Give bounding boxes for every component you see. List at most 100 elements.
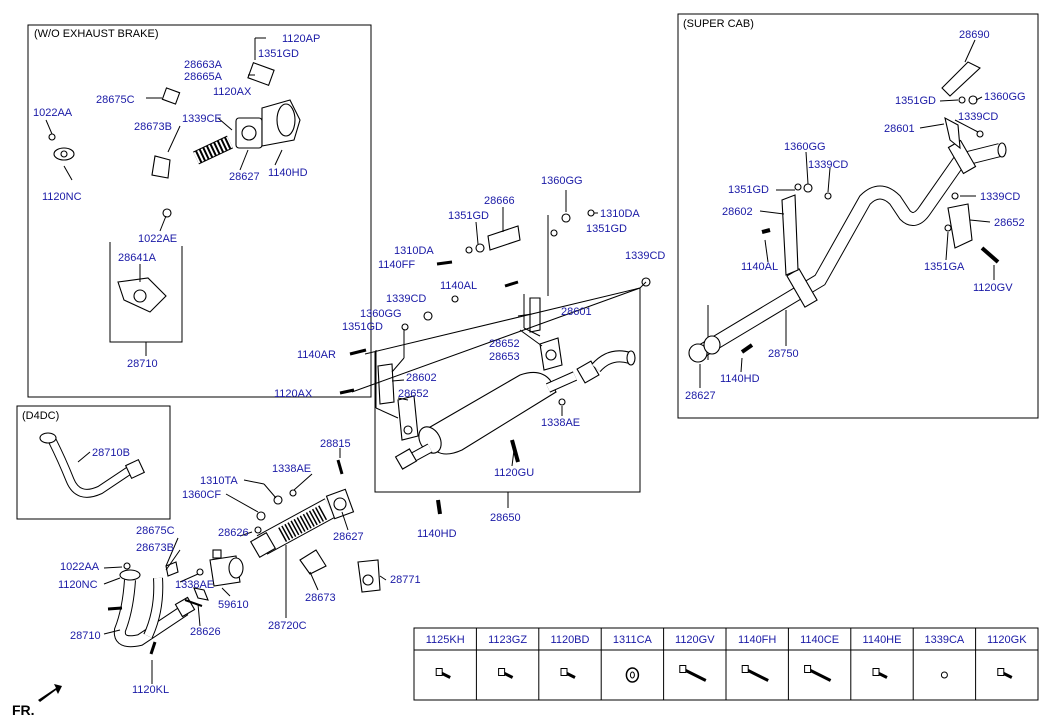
label-28663A: 28663A — [184, 59, 223, 71]
label-1140AL: 1140AL — [440, 280, 477, 292]
label-28665A: 28665A — [184, 71, 223, 83]
label-1140HD-sc: 1140HD — [720, 373, 760, 385]
fastener-icon — [498, 668, 514, 679]
label-1120AX: 1120AX — [213, 86, 252, 98]
fastener-header: 1140FH — [738, 634, 776, 646]
label-28627-l: 28627 — [333, 531, 364, 543]
label-1310DA-l: 1310DA — [394, 245, 434, 257]
label-28771: 28771 — [390, 574, 421, 586]
label-1120GU: 1120GU — [494, 467, 534, 479]
label-1339CD-r: 1339CD — [625, 250, 665, 262]
label-1120KL: 1120KL — [132, 684, 169, 696]
fastener-icon — [625, 667, 640, 683]
wo-exhaust-brake-box — [27, 24, 372, 398]
fastener-icon — [741, 665, 769, 682]
label-1140HD-m: 1140HD — [417, 528, 457, 540]
bracket-28666 — [487, 225, 521, 251]
bracket-28652-sc — [947, 203, 973, 249]
label-1360GG: 1360GG — [541, 175, 583, 187]
label-1310TA: 1310TA — [200, 475, 238, 487]
label-1351GD-sc-a: 1351GD — [895, 95, 936, 107]
fastener-header: 1140CE — [800, 634, 839, 646]
fastener-header: 1120GK — [987, 634, 1027, 646]
fastener-icon — [804, 665, 832, 682]
label-1351GD-sc-b: 1351GD — [728, 184, 769, 196]
heat-shield-28675C — [161, 87, 181, 105]
label-1140AR: 1140AR — [297, 349, 336, 361]
label-28653: 28653 — [489, 351, 520, 363]
super-cab-title: (SUPER CAB) — [683, 18, 754, 30]
label-28666: 28666 — [484, 195, 515, 207]
label-1338AE-m: 1338AE — [541, 417, 580, 429]
fastener-icon — [872, 668, 888, 679]
label-1351GA: 1351GA — [924, 261, 965, 273]
label-28710B: 28710B — [92, 447, 130, 459]
front-arrow-icon — [38, 684, 62, 702]
label-1120NC-l: 1120NC — [58, 579, 98, 591]
label-1339CE: 1339CE — [182, 113, 222, 125]
fastener-header: 1339CA — [925, 634, 965, 646]
label-1339CD-sc-b: 1339CD — [808, 159, 848, 171]
label-28641A: 28641A — [118, 252, 157, 264]
label-28626-t: 28626 — [218, 527, 249, 539]
fr-direction-label: FR. — [12, 702, 35, 718]
label-28720C: 28720C — [268, 620, 307, 632]
fastener-icon — [560, 668, 576, 679]
pipe-d4dc — [39, 432, 146, 498]
label-28652-r: 28652 — [489, 338, 520, 350]
label-28710-l: 28710 — [70, 630, 101, 642]
label-28602: 28602 — [406, 372, 437, 384]
label-28601: 28601 — [561, 306, 592, 318]
muffler-28650 — [394, 350, 636, 470]
sensor-59610 — [209, 549, 244, 587]
label-1351GD-t: 1351GD — [448, 210, 489, 222]
label-28673B-l: 28673B — [136, 542, 174, 554]
label-1351GD-r: 1351GD — [586, 223, 627, 235]
d4dc-box — [16, 405, 171, 520]
bracket-28602 — [377, 363, 395, 405]
label-28673B: 28673B — [134, 121, 172, 133]
fastener-header: 1120GV — [675, 634, 715, 646]
label-28601-sc: 28601 — [884, 123, 915, 135]
fastener-header: 1123GZ — [488, 634, 527, 646]
label-59610: 59610 — [218, 599, 249, 611]
label-1360GG-sc-a: 1360GG — [984, 91, 1026, 103]
label-1022AA-l: 1022AA — [60, 561, 100, 573]
label-28602-sc: 28602 — [722, 206, 753, 218]
d4dc-title: (D4DC) — [22, 410, 59, 422]
label-28675C-l: 28675C — [136, 525, 175, 537]
label-1351GD: 1351GD — [258, 48, 299, 60]
label-1338AE-b: 1338AE — [175, 579, 214, 591]
bracket-28602-sc — [781, 194, 799, 276]
label-1310DA-r: 1310DA — [600, 208, 640, 220]
label-28652-sc: 28652 — [994, 217, 1025, 229]
fastener-icon — [997, 668, 1013, 679]
label-28710: 28710 — [127, 358, 158, 370]
label-1360GG-sc-b: 1360GG — [784, 141, 826, 153]
label-28652-l: 28652 — [398, 388, 429, 400]
fastener-header: 1120BD — [551, 634, 590, 646]
label-28690: 28690 — [959, 29, 990, 41]
label-1120AP: 1120AP — [282, 33, 320, 45]
label-28627-sc: 28627 — [685, 390, 716, 402]
fastener-icon — [679, 665, 707, 682]
bracket-28652 — [397, 395, 419, 441]
label-1140FF: 1140FF — [378, 259, 415, 271]
label-28673: 28673 — [305, 592, 336, 604]
bracket-28690 — [941, 61, 981, 97]
label-1140AL-sc: 1140AL — [741, 261, 778, 273]
flex-pipe-28720C — [249, 488, 355, 559]
label-28675C: 28675C — [96, 94, 135, 106]
label-28650: 28650 — [490, 512, 521, 524]
fastener-header: 1311CA — [613, 634, 653, 646]
label-28750: 28750 — [768, 348, 799, 360]
flange-wo-brake — [235, 62, 301, 149]
label-1120NC: 1120NC — [42, 191, 82, 203]
pipe-super-cab — [688, 139, 1007, 363]
label-1022AE: 1022AE — [138, 233, 177, 245]
label-1120GV-sc: 1120GV — [973, 282, 1013, 294]
bracket-28673 — [299, 549, 327, 575]
front-pipe-wo-brake — [53, 135, 233, 238]
